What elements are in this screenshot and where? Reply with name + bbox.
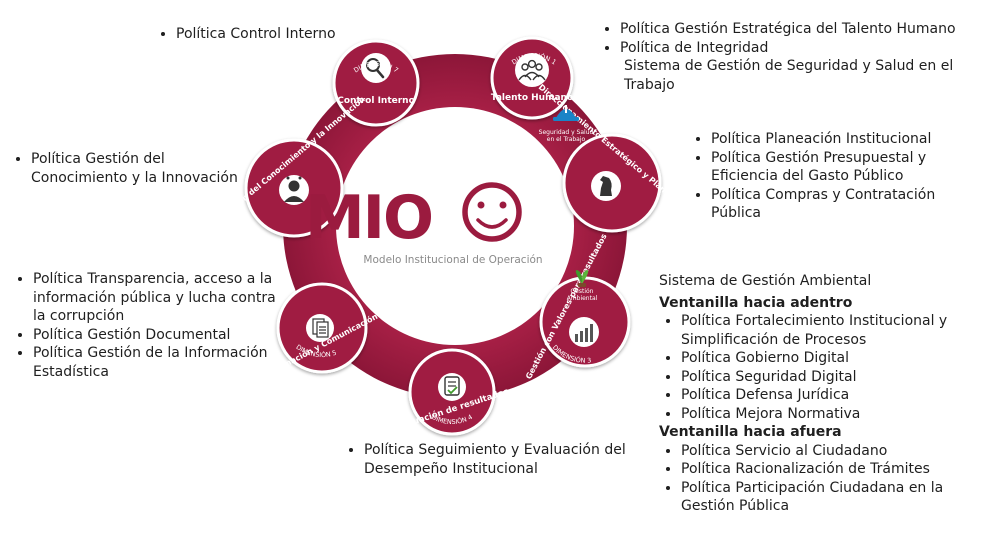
bar-chart-icon — [575, 324, 593, 342]
evaluacion-policies: Política Seguimiento y Evaluación del De… — [342, 441, 632, 478]
sst-badge: Seguridad y Salud en el Trabajo — [539, 105, 594, 143]
ambiental-badge: Gestión Ambiental — [567, 270, 598, 302]
mio-logo: MIO Modelo Institucional de Operación — [305, 182, 543, 266]
plant-icon — [575, 270, 589, 287]
magnifier-icon — [366, 58, 385, 79]
policy-item: Política de Integridad — [620, 39, 993, 58]
policy-item: Política Servicio al Ciudadano — [681, 442, 994, 461]
dimension-1-node[interactable]: DIMENSIÓN 1 Talento Humano — [490, 36, 574, 120]
policy-item: Política Mejora Normativa — [681, 405, 994, 424]
direccionamiento-policies: Política Planeación InstitucionalPolític… — [689, 130, 989, 223]
control-interno-policies: Política Control Interno — [154, 25, 344, 44]
checklist-icon — [444, 376, 460, 396]
svg-text:Seguridad y Salud: Seguridad y Salud — [539, 129, 594, 136]
smiley-icon — [462, 182, 522, 242]
thinking-head-icon — [284, 176, 304, 202]
policy-item: Política Gestión Estratégica del Talento… — [620, 20, 993, 39]
policy-item: Política Seguimiento y Evaluación del De… — [364, 441, 632, 478]
policy-item: Política Gestión Documental — [33, 326, 279, 345]
mio-logo-text: MIO — [305, 183, 432, 253]
dimension-1-name: Talento Humano — [491, 93, 573, 103]
gestion-valores-policies: Sistema de Gestión Ambiental Ventanilla … — [659, 272, 994, 516]
policy-item: Política Control Interno — [176, 25, 344, 44]
svg-text:Gestión: Gestión — [571, 288, 594, 295]
svg-text:Ambiental: Ambiental — [567, 295, 598, 302]
mio-subtitle: Modelo Institucional de Operación — [363, 254, 542, 266]
ambiental-system-label: Sistema de Gestión Ambiental — [659, 273, 872, 289]
informacion-policies: Política Transparencia, acceso a la info… — [11, 270, 279, 381]
policy-item: Política Fortalecimiento Institucional y… — [681, 312, 994, 349]
policy-item: Política Gestión del Conocimiento y la I… — [31, 150, 239, 187]
dimension-7-node[interactable]: DIMENSIÓN 7 Control Interno — [332, 39, 420, 127]
policy-item: Política Gestión Presupuestal y Eficienc… — [711, 149, 989, 186]
chess-knight-icon — [600, 176, 612, 196]
inner-disc — [336, 107, 574, 345]
policy-item: Política Seguridad Digital — [681, 368, 994, 387]
policy-item: Política Transparencia, acceso a la info… — [33, 270, 279, 326]
people-group-icon — [518, 59, 546, 81]
policy-item: Política Gestión de la Información Estad… — [33, 344, 279, 381]
ventanilla-afuera-title: Ventanilla hacia afuera — [659, 424, 842, 440]
dimension-7-name: Control Interno — [337, 96, 415, 106]
policy-item: Política Participación Ciudadana en la G… — [681, 479, 994, 516]
documents-icon — [312, 318, 329, 338]
policy-item: Política Compras y Contratación Pública — [711, 186, 989, 223]
ventanilla-adentro-title: Ventanilla hacia adentro — [659, 294, 853, 311]
hard-hat-icon — [553, 105, 579, 121]
sst-system-note: Sistema de Gestión de Seguridad y Salud … — [624, 58, 954, 93]
svg-text:en el Trabajo: en el Trabajo — [547, 136, 586, 143]
conocimiento-policies: Política Gestión del Conocimiento y la I… — [9, 150, 239, 187]
policy-item: Política Racionalización de Trámites — [681, 460, 994, 479]
policy-item: Política Planeación Institucional — [711, 130, 989, 149]
policy-item: Política Defensa Jurídica — [681, 386, 994, 405]
talento-humano-policies: Política Gestión Estratégica del Talento… — [598, 20, 993, 94]
policy-item: Política Gobierno Digital — [681, 349, 994, 368]
